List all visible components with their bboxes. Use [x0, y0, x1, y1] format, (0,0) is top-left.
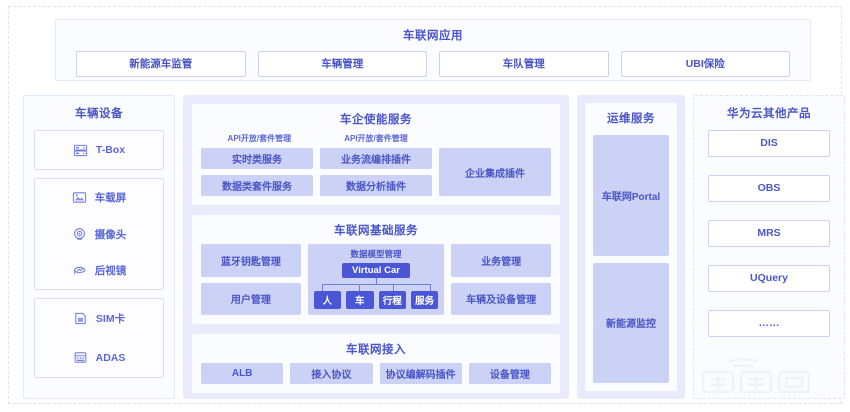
tree-connector — [314, 278, 439, 291]
chip-access-protocol[interactable]: 接入协议 — [290, 363, 373, 384]
ops-title: 运维服务 — [607, 113, 655, 125]
mirror-icon — [72, 263, 87, 278]
app-button-fleet-management[interactable]: 车队管理 — [439, 51, 609, 77]
chip-workflow-orchestration-plugin[interactable]: 业务流编排插件 — [320, 148, 432, 169]
tree-drop-3 — [393, 284, 395, 291]
huawei-cloud-section: 华为云其他产品 DIS OBS MRS UQuery …… — [693, 95, 845, 399]
access-panel: 车联网接入 ALB 接入协议 协议编解码插件 设备管理 — [191, 333, 561, 394]
device-item-adas[interactable]: ADAS — [35, 338, 163, 377]
huawei-cloud-item-mrs[interactable]: MRS — [708, 220, 830, 247]
app-button-ubi-insurance[interactable]: UBI保险 — [620, 51, 790, 77]
applications-section: 车联网应用 新能源车监管 车辆管理 车队管理 UBI保险 — [55, 19, 811, 81]
tree-drop-2 — [358, 284, 360, 291]
ops-inner-card: 运维服务 车联网Portal 新能源监控 — [584, 102, 678, 392]
chip-data-analysis-plugin[interactable]: 数据分析插件 — [320, 175, 432, 196]
device-item-screen[interactable]: 车载屏 — [35, 179, 163, 216]
tree-horizontal-line — [322, 284, 430, 285]
ops-item-portal[interactable]: 车联网Portal — [593, 135, 669, 256]
basic-services-grid: 蓝牙钥匙管理 用户管理 数据模型管理 Virtual Car — [201, 244, 551, 315]
basic-services-right-column: 业务管理 车辆及设备管理 — [451, 244, 551, 315]
basic-services-panel: 车联网基础服务 蓝牙钥匙管理 用户管理 数据模型管理 Virtual Car — [191, 214, 561, 325]
screen-icon — [72, 190, 87, 205]
chip-realtime-services[interactable]: 实时类服务 — [201, 148, 313, 169]
device-label: 后视镜 — [94, 265, 127, 278]
device-label: SIM卡 — [95, 313, 126, 325]
app-button-vehicle-management[interactable]: 车辆管理 — [257, 51, 427, 77]
chip-device-management[interactable]: 设备管理 — [468, 363, 551, 384]
enable-services-column-b: 业务流编排插件 数据分析插件 — [320, 148, 432, 196]
chip-protocol-codec-plugin[interactable]: 协议编解码插件 — [379, 363, 462, 384]
chip-user-management[interactable]: 用户管理 — [201, 282, 301, 315]
device-item-tbox[interactable]: T-Box — [35, 131, 163, 169]
devices-title: 车辆设备 — [75, 108, 123, 120]
enable-services-column-c: 企业集成插件 — [439, 148, 551, 196]
applications-button-row: 新能源车监管 车辆管理 车队管理 UBI保险 — [70, 51, 796, 77]
device-label: ADAS — [95, 351, 126, 364]
platform-stack: 车企使能服务 API开放/套件管理 API开放/套件管理 实时类服务 数据类套件… — [183, 95, 569, 399]
enable-services-sublabel-left: API开放/套件管理 — [227, 134, 292, 143]
basic-services-left-column: 蓝牙钥匙管理 用户管理 — [201, 244, 301, 315]
tree-drop-1 — [322, 284, 324, 291]
applications-title: 车联网应用 — [403, 30, 463, 42]
huawei-cloud-title: 华为云其他产品 — [727, 108, 811, 120]
device-item-sim-card[interactable]: SIM卡 — [35, 299, 163, 338]
tree-vertical-line — [375, 278, 377, 284]
devices-group-3: SIM卡 ADAS — [34, 298, 164, 378]
leaf-node-service[interactable]: 服务 — [410, 291, 439, 309]
leaf-node-vehicle[interactable]: 车 — [346, 291, 374, 309]
leaf-node-person[interactable]: 人 — [313, 291, 342, 309]
chip-bluetooth-key-management[interactable]: 蓝牙钥匙管理 — [201, 244, 301, 277]
enable-services-grid: 实时类服务 数据类套件服务 业务流编排插件 数据分析插件 企业集成插件 — [201, 148, 551, 196]
ops-section: 运维服务 车联网Portal 新能源监控 — [577, 95, 685, 399]
columns-row: 车辆设备 T-Box 车载屏 — [23, 95, 845, 399]
adas-icon — [73, 350, 88, 365]
app-button-new-energy-supervision[interactable]: 新能源车监管 — [76, 51, 246, 77]
server-icon — [73, 143, 88, 158]
chip-business-management[interactable]: 业务管理 — [451, 244, 551, 277]
access-title: 车联网接入 — [346, 344, 406, 356]
virtual-car-node[interactable]: Virtual Car — [342, 263, 410, 278]
enable-services-sublabel-right: API开放/套件管理 — [344, 134, 408, 143]
data-model-management-box: 数据模型管理 Virtual Car 人 车 — [307, 244, 445, 315]
leaf-node-trip[interactable]: 行程 — [378, 291, 406, 309]
access-grid: ALB 接入协议 协议编解码插件 设备管理 — [201, 363, 551, 384]
data-model-management-title: 数据模型管理 — [350, 249, 402, 259]
huawei-cloud-item-uquery[interactable]: UQuery — [708, 265, 830, 292]
enable-services-sublabels: API开放/套件管理 API开放/套件管理 — [201, 133, 551, 144]
devices-section: 车辆设备 T-Box 车载屏 — [23, 95, 175, 399]
enable-services-title: 车企使能服务 — [340, 114, 412, 126]
device-item-camera[interactable]: 摄像头 — [35, 216, 163, 253]
chip-alb[interactable]: ALB — [201, 363, 284, 384]
huawei-cloud-item-more[interactable]: …… — [708, 310, 830, 337]
chip-vehicle-device-management[interactable]: 车辆及设备管理 — [451, 282, 551, 315]
chip-enterprise-integration-plugin[interactable]: 企业集成插件 — [439, 148, 551, 196]
diagram-frame: 车联网应用 新能源车监管 车辆管理 车队管理 UBI保险 车辆设备 T-Box — [8, 6, 845, 404]
sim-card-icon — [73, 311, 88, 326]
devices-group-2: 车载屏 摄像头 后视镜 — [34, 178, 164, 290]
chip-data-suite-services[interactable]: 数据类套件服务 — [201, 175, 313, 196]
device-label: T-Box — [95, 144, 126, 156]
basic-services-title: 车联网基础服务 — [334, 225, 418, 237]
camera-icon — [72, 227, 87, 242]
ops-item-new-energy-monitoring[interactable]: 新能源监控 — [593, 262, 669, 383]
enable-services-column-a: 实时类服务 数据类套件服务 — [201, 148, 313, 196]
device-label: 摄像头 — [94, 228, 127, 241]
huawei-cloud-item-dis[interactable]: DIS — [708, 130, 830, 157]
enable-services-panel: 车企使能服务 API开放/套件管理 API开放/套件管理 实时类服务 数据类套件… — [191, 103, 561, 206]
device-item-rearview-mirror[interactable]: 后视镜 — [35, 252, 163, 289]
device-label: 车载屏 — [94, 191, 127, 204]
enable-services-sublabel-spacer — [434, 133, 551, 144]
huawei-cloud-item-obs[interactable]: OBS — [708, 175, 830, 202]
data-model-leaf-row: 人 车 行程 服务 — [313, 291, 439, 309]
tree-drop-4 — [429, 284, 431, 291]
devices-group-1: T-Box — [34, 130, 164, 170]
